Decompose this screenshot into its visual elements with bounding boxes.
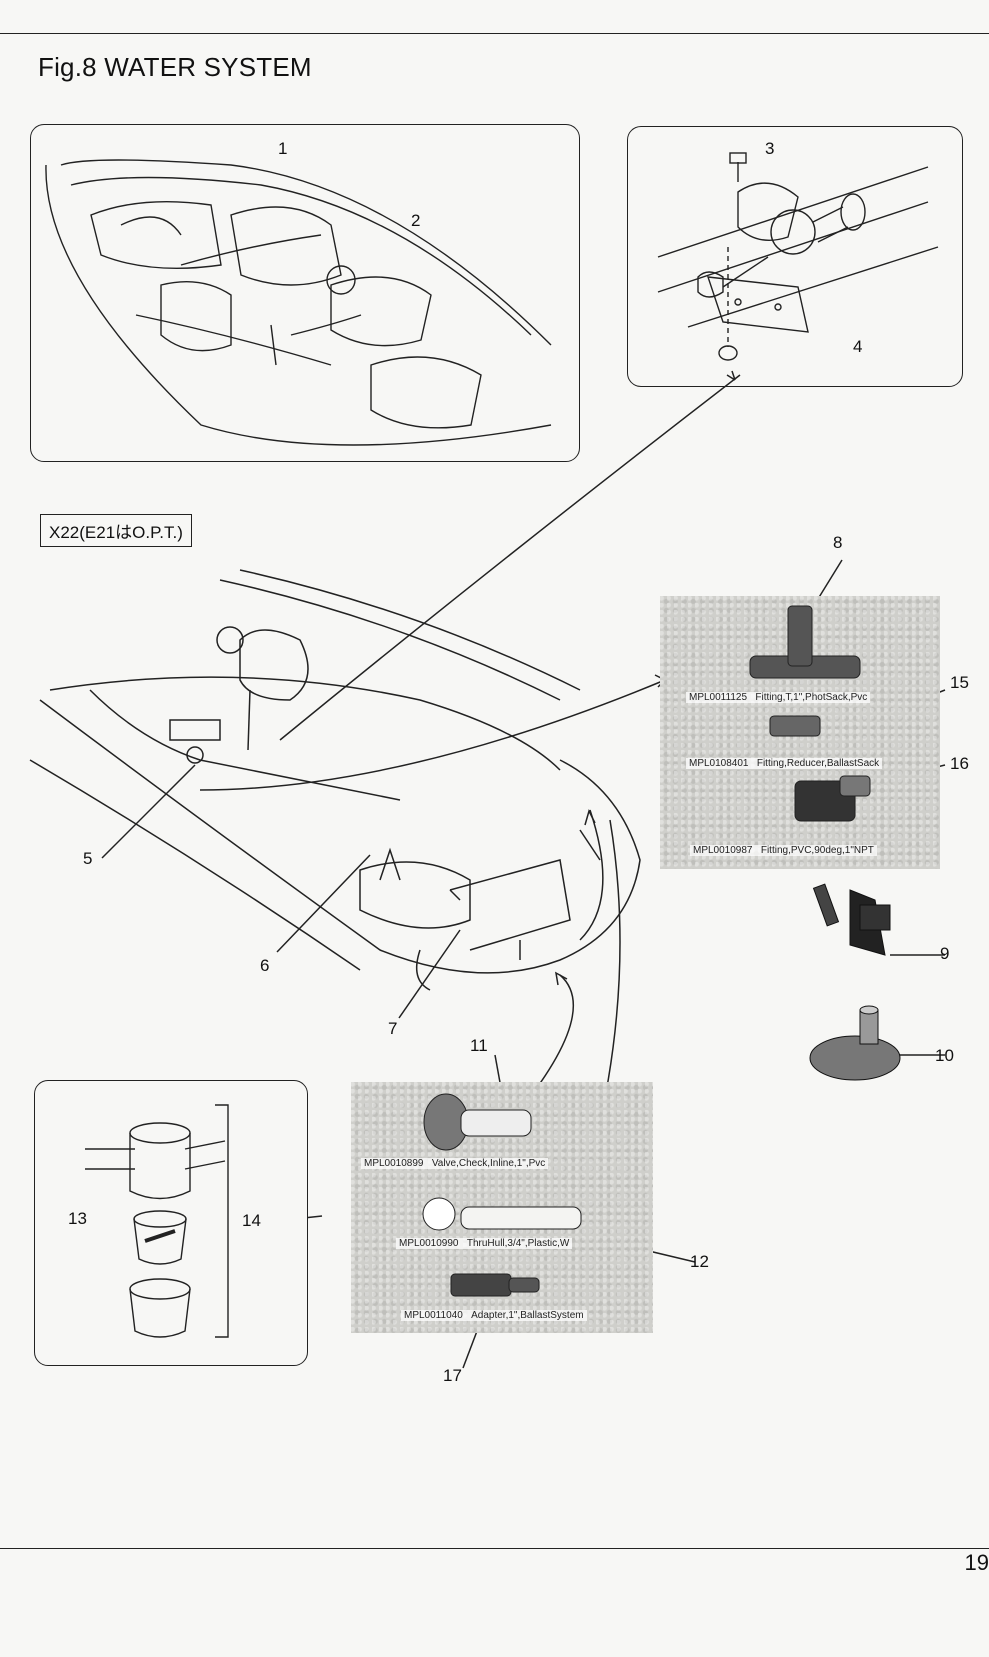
- bottom-rule: [0, 1548, 989, 1549]
- caption-thruhull: MPL0010990 ThruHull,3/4",Plastic,W: [396, 1238, 573, 1249]
- callout-8: 8: [833, 533, 843, 552]
- caption-desc: Fitting,T,1",PhotSack,Pvc: [755, 692, 868, 703]
- callout-13: 13: [68, 1209, 87, 1228]
- caption-desc: Valve,Check,Inline,1",Pvc: [431, 1158, 546, 1169]
- boat-overview-panel: [30, 124, 580, 462]
- caption-desc: ThruHull,3/4",Plastic,W: [466, 1238, 570, 1249]
- caption-desc: Fitting,Reducer,BallastSack: [756, 758, 880, 769]
- callout-2: 2: [411, 211, 421, 230]
- caption-fitting-90deg: MPL0010987 Fitting,PVC,90deg,1"NPT: [690, 845, 877, 856]
- variant-label: X22(E21はO.P.T.): [40, 514, 192, 547]
- caption-code: MPL0010987: [693, 845, 753, 856]
- page-title: Fig.8 WATER SYSTEM: [38, 52, 312, 82]
- page-number: 19: [964, 1550, 989, 1575]
- caption-code: MPL0011125: [689, 692, 748, 703]
- caption-desc: Adapter,1",BallastSystem: [471, 1310, 584, 1321]
- callout-5: 5: [83, 849, 93, 868]
- boat-overview-drawing: [45, 159, 552, 446]
- callout-1: 1: [278, 139, 288, 158]
- fittings-photo-top-shapes: [749, 605, 871, 822]
- callout-12: 12: [690, 1252, 709, 1271]
- strainer-drawing: [85, 1104, 229, 1338]
- fittings-photo-top: MPL0011125 Fitting,T,1",PhotSack,Pvc MPL…: [660, 596, 940, 869]
- strainer-panel: [34, 1080, 308, 1366]
- callout-9: 9: [940, 944, 950, 963]
- callout-15: 15: [950, 673, 969, 692]
- pump-detail-panel: [627, 126, 963, 387]
- callout-11: 11: [470, 1036, 488, 1055]
- callout-6: 6: [260, 956, 270, 975]
- top-rule: [0, 33, 989, 34]
- caption-code: MPL0011040: [404, 1310, 463, 1321]
- callout-17: 17: [443, 1366, 462, 1385]
- fittings-photo-bottom-shapes: [422, 1093, 582, 1297]
- callout-7: 7: [388, 1019, 398, 1038]
- callout-4: 4: [853, 337, 863, 356]
- callout-16: 16: [950, 754, 969, 773]
- callout-3: 3: [765, 139, 775, 158]
- callout-10: 10: [935, 1046, 954, 1065]
- caption-desc: Fitting,PVC,90deg,1"NPT: [760, 845, 874, 856]
- caption-adapter: MPL0011040 Adapter,1",BallastSystem: [401, 1310, 587, 1321]
- fittings-photo-bottom: MPL0010899 Valve,Check,Inline,1",Pvc MPL…: [351, 1082, 653, 1333]
- caption-code: MPL0010899: [364, 1158, 424, 1169]
- caption-code: MPL0010990: [399, 1238, 459, 1249]
- caption-code: MPL0108401: [689, 758, 749, 769]
- pump-detail-drawing: [657, 152, 939, 361]
- caption-check-valve: MPL0010899 Valve,Check,Inline,1",Pvc: [361, 1158, 549, 1169]
- callout-14: 14: [242, 1211, 261, 1230]
- caption-fitting-t: MPL0011125 Fitting,T,1",PhotSack,Pvc: [686, 692, 871, 703]
- caption-fitting-reducer: MPL0108401 Fitting,Reducer,BallastSack: [686, 758, 883, 769]
